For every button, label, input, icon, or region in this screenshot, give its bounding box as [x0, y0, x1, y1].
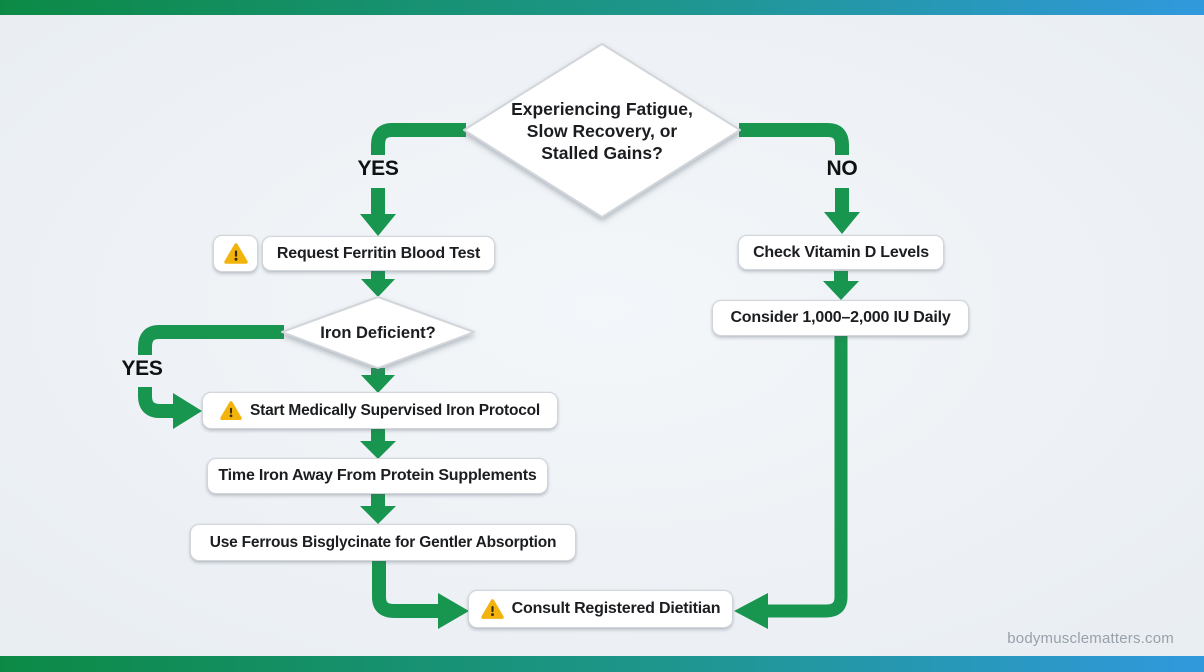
arrow-down-icon	[360, 506, 396, 524]
node-time-iron-away: Time Iron Away From Protein Supplements	[207, 458, 548, 494]
node-label: Consult Registered Dietitian	[511, 600, 721, 617]
root-decision-label: Experiencing Fatigue, Slow Recovery, or …	[472, 95, 732, 167]
connector-root-no	[739, 123, 849, 155]
arrow-down-icon	[824, 212, 860, 234]
iron-decision-text: Iron Deficient?	[320, 323, 436, 342]
arrow-left-icon	[734, 593, 768, 629]
root-decision-line: Slow Recovery, or	[526, 121, 678, 141]
connector-ferrous-to-consult	[372, 561, 438, 618]
node-ferrous-bisglycinate: Use Ferrous Bisglycinate for Gentler Abs…	[190, 524, 576, 561]
iron-decision-label: Iron Deficient?	[288, 320, 468, 346]
connector-consider-to-consult	[768, 336, 848, 618]
connector-iron-yes-upper	[138, 325, 284, 355]
node-request-ferritin-test: Request Ferritin Blood Test	[262, 236, 495, 271]
yes-label-root: YES	[357, 157, 399, 180]
watermark-url: bodymusclematters.com	[1007, 630, 1174, 647]
bottom-accent-bar	[0, 656, 1204, 672]
root-decision-line: Stalled Gains?	[541, 143, 663, 163]
node-label: Consider 1,000–2,000 IU Daily	[730, 309, 951, 326]
connector-root-yes	[371, 123, 466, 155]
warning-triangle-icon	[480, 598, 504, 619]
arrow-down-icon	[360, 214, 396, 236]
warning-triangle-icon	[223, 242, 248, 264]
node-label: Check Vitamin D Levels	[753, 243, 929, 261]
node-label: Time Iron Away From Protein Supplements	[218, 467, 537, 484]
arrow-down-icon	[823, 281, 859, 300]
arrow-right-icon	[173, 393, 202, 429]
iron-decision-shape	[281, 296, 475, 369]
warning-triangle-icon	[220, 400, 242, 420]
node-check-vitamin-d: Check Vitamin D Levels	[738, 235, 944, 270]
warning-chip	[213, 235, 258, 272]
root-decision-line: Experiencing Fatigue,	[511, 99, 693, 119]
arrow-down-icon	[360, 441, 396, 459]
yes-label-iron: YES	[121, 357, 163, 380]
root-decision-shape	[463, 43, 741, 218]
arrow-down-icon	[361, 279, 395, 297]
node-consider-iu-daily: Consider 1,000–2,000 IU Daily	[712, 300, 969, 336]
node-label: Request Ferritin Blood Test	[276, 244, 481, 262]
node-label: Use Ferrous Bisglycinate for Gentler Abs…	[209, 533, 557, 551]
node-label: Start Medically Supervised Iron Protocol	[249, 401, 541, 419]
arrow-right-icon	[438, 593, 469, 629]
arrow-down-icon	[361, 375, 395, 393]
connector-iron-yes-lower	[138, 387, 173, 418]
top-accent-bar	[0, 0, 1204, 15]
no-label-root: NO	[826, 157, 858, 180]
node-start-iron-protocol: Start Medically Supervised Iron Protocol	[202, 392, 558, 429]
node-consult-dietitian: Consult Registered Dietitian	[468, 590, 733, 628]
